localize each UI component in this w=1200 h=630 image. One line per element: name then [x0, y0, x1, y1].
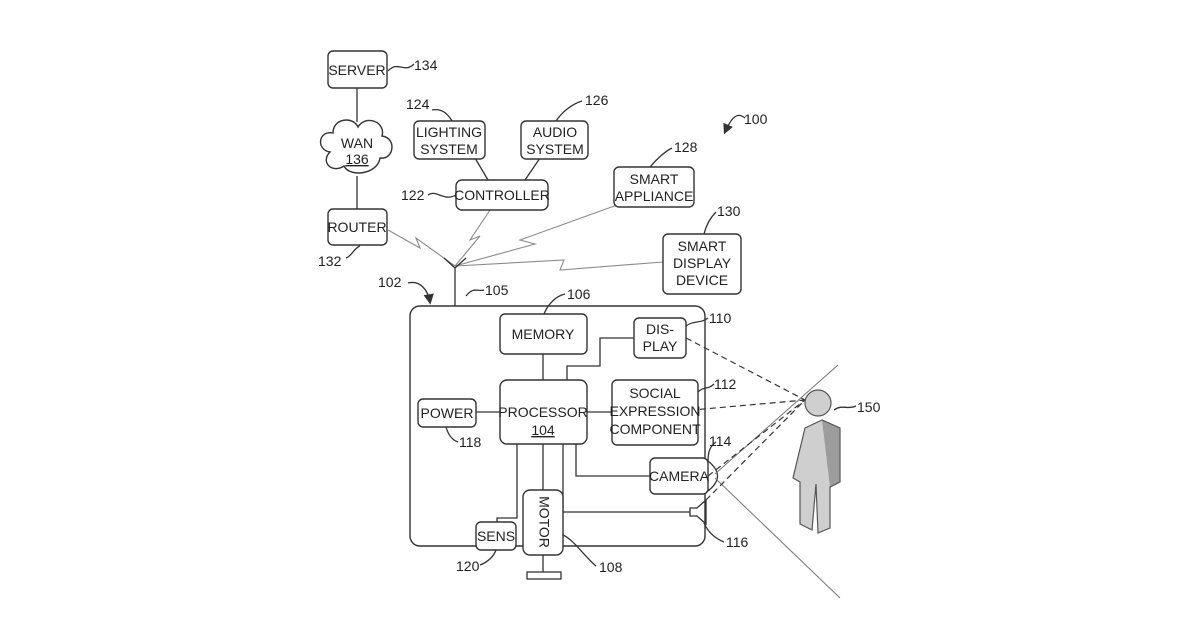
- audio-label-line2: SYSTEM: [526, 141, 584, 157]
- ref-124: 124: [406, 96, 430, 112]
- ref-100: 100: [744, 111, 768, 127]
- leader-126: [556, 101, 582, 121]
- ref-120: 120: [456, 558, 480, 574]
- ref-102: 102: [378, 274, 402, 290]
- motor-label: MOTOR: [536, 496, 552, 548]
- leader-116: [704, 523, 724, 542]
- lighting-label-line2: SYSTEM: [420, 141, 478, 157]
- wan-label: WAN: [341, 135, 373, 151]
- smart-appliance-label-line1: SMART: [630, 171, 679, 187]
- social-label-line2: EXPRESSION: [609, 403, 700, 419]
- leader-105: [466, 290, 484, 296]
- ref-114: 114: [709, 433, 732, 449]
- lighting-label-line1: LIGHTING: [416, 124, 482, 140]
- processor-number: 104: [531, 422, 555, 438]
- wireless-link-router: [388, 230, 455, 266]
- lighting-controller-link: [475, 158, 488, 180]
- memory-label: MEMORY: [512, 326, 575, 342]
- audio-controller-link: [525, 158, 540, 180]
- wireless-link-smart-display: [455, 260, 663, 270]
- social-label-line3: COMPONENT: [610, 421, 701, 437]
- leader-150: [834, 406, 856, 410]
- display-label-line1: DIS-: [646, 321, 674, 337]
- ref-118: 118: [459, 434, 482, 450]
- leader-120: [480, 550, 496, 565]
- ref-128: 128: [674, 139, 698, 155]
- smart-display-label-line3: DEVICE: [676, 272, 728, 288]
- ref-110: 110: [709, 310, 732, 326]
- camera-label: CAMERA: [649, 468, 710, 484]
- leader-128: [650, 148, 672, 167]
- processor-label: PROCESSOR: [498, 404, 587, 420]
- ref-106: 106: [567, 286, 591, 302]
- arrow-102: [408, 282, 430, 302]
- leader-122: [428, 193, 456, 197]
- audio-label-line1: AUDIO: [533, 124, 577, 140]
- smart-appliance-label-line2: APPLIANCE: [615, 188, 694, 204]
- motor-base: [527, 572, 561, 579]
- smart-display-label-line1: SMART: [678, 238, 727, 254]
- server-label: SERVER: [328, 62, 385, 78]
- leader-130: [704, 212, 716, 234]
- smart-display-label-line2: DISPLAY: [673, 255, 732, 271]
- ref-116: 116: [726, 534, 749, 550]
- ref-122: 122: [401, 187, 425, 203]
- leader-134: [388, 64, 414, 71]
- wireless-link-appliance: [455, 205, 617, 266]
- power-label: POWER: [421, 405, 474, 421]
- display-label-line2: PLAY: [643, 338, 678, 354]
- leader-124: [432, 110, 452, 121]
- ref-105: 105: [485, 282, 509, 298]
- ref-130: 130: [717, 203, 741, 219]
- controller-label: CONTROLLER: [454, 187, 550, 203]
- person-figure: [793, 390, 840, 533]
- wan-number: 136: [345, 151, 369, 167]
- social-label-line1: SOCIAL: [629, 385, 681, 401]
- router-label: ROUTER: [327, 219, 386, 235]
- ref-112: 112: [714, 376, 737, 392]
- ref-132: 132: [318, 253, 342, 269]
- ref-126: 126: [585, 92, 609, 108]
- ref-150: 150: [857, 399, 881, 415]
- arrow-100: [725, 115, 745, 132]
- camera-lens-icon: [708, 461, 718, 491]
- ref-134: 134: [414, 57, 438, 73]
- speaker-sightline: [706, 400, 805, 500]
- ref-108: 108: [599, 559, 623, 575]
- leader-132: [346, 246, 360, 258]
- sens-label: SENS: [477, 528, 515, 544]
